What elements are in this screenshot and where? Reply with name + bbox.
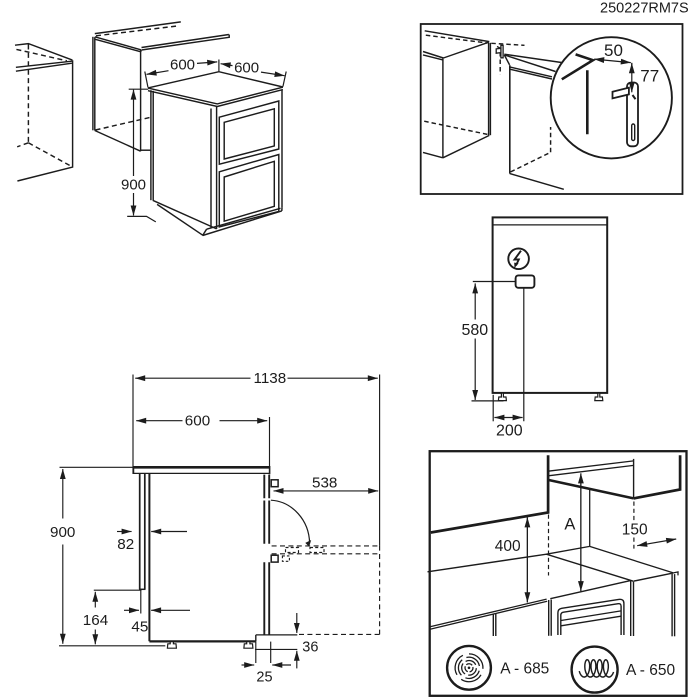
svg-text:900: 900 [121,177,146,194]
svg-text:150: 150 [622,522,648,539]
svg-text:A - 685: A - 685 [500,660,549,677]
svg-text:600: 600 [234,60,259,77]
svg-text:400: 400 [495,538,521,555]
svg-text:25: 25 [256,669,272,685]
svg-text:580: 580 [462,322,489,339]
svg-text:200: 200 [496,422,523,439]
svg-text:77: 77 [640,67,659,86]
svg-text:600: 600 [185,413,210,430]
svg-text:164: 164 [83,612,108,629]
svg-text:900: 900 [50,524,75,541]
svg-text:600: 600 [170,57,195,74]
svg-text:1138: 1138 [254,370,287,387]
svg-text:250227RM7S: 250227RM7S [600,1,689,17]
svg-text:A: A [564,516,575,534]
svg-text:82: 82 [117,536,134,553]
svg-text:A - 650: A - 650 [626,662,675,679]
svg-text:36: 36 [302,639,318,655]
svg-text:45: 45 [131,618,148,635]
svg-text:538: 538 [312,475,337,492]
svg-text:50: 50 [604,41,623,60]
